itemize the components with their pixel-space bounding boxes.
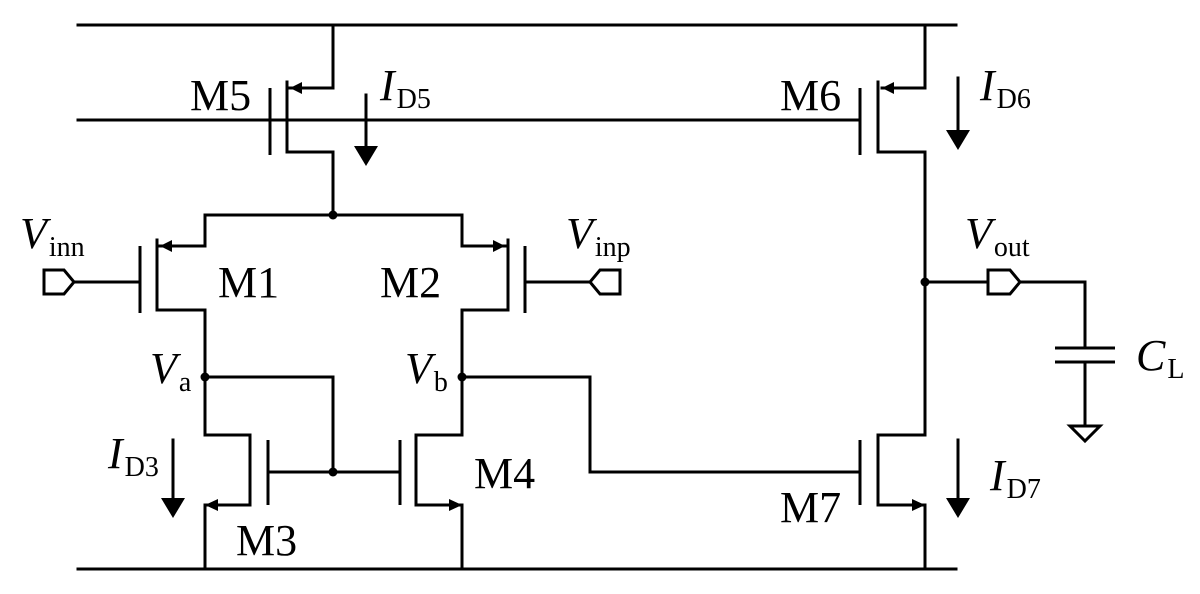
vinn-port [42,268,76,296]
transistor-m3 [203,433,402,571]
vinp-label: Vinp [566,209,631,263]
transistor-m1 [72,213,207,437]
vinn-label: Vinn [20,209,85,263]
id5-label: ID5 [379,61,431,115]
m5-label: M5 [190,71,251,120]
cl-label: CL [1136,331,1184,385]
ground-symbol [1066,424,1104,444]
va-label: Va [150,344,192,398]
m1-label: M1 [218,258,279,307]
vinp-port [588,268,622,296]
id5-current-arrow [354,93,378,166]
m7-label: M7 [780,483,841,532]
vout-label: Vout [965,209,1030,263]
transistor-m4 [398,433,464,571]
id7-label: ID7 [989,451,1041,505]
vb-label: Vb [405,344,448,398]
transistor-m5 [268,23,335,217]
id6-label: ID6 [979,61,1031,115]
mirror-gate-dot [328,467,338,477]
load-capacitor [1055,280,1115,428]
id3-current-arrow [161,438,185,518]
m6-label: M6 [780,71,841,120]
id6-current-arrow [946,76,970,150]
m2-label: M2 [380,258,441,307]
id7-current-arrow [946,438,970,518]
vout-port [986,268,1022,296]
transistor-m6 [858,23,927,437]
transistor-m7 [858,433,927,571]
m4-label: M4 [474,449,535,498]
id3-label: ID3 [107,429,159,483]
m3-label: M3 [236,516,297,565]
